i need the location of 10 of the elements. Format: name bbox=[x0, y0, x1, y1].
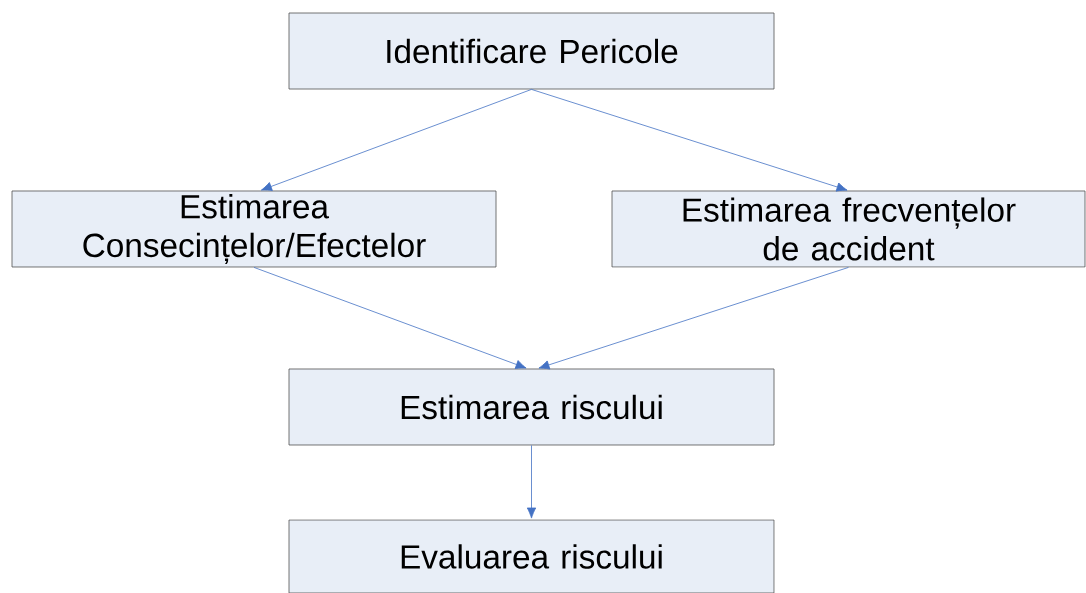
arrow bbox=[531, 89, 848, 192]
process-box: Estimarea frecvențelor de accident bbox=[611, 190, 1086, 268]
arrow bbox=[538, 267, 849, 370]
arrow bbox=[253, 267, 527, 369]
process-box: Identificare Pericole bbox=[288, 12, 775, 90]
process-box: Estimarea Consecințelor/Efectelor bbox=[11, 190, 497, 268]
arrow bbox=[261, 89, 532, 191]
process-box: Evaluarea riscului bbox=[288, 519, 775, 593]
process-box: Estimarea riscului bbox=[288, 368, 775, 446]
arrow bbox=[526, 445, 537, 519]
